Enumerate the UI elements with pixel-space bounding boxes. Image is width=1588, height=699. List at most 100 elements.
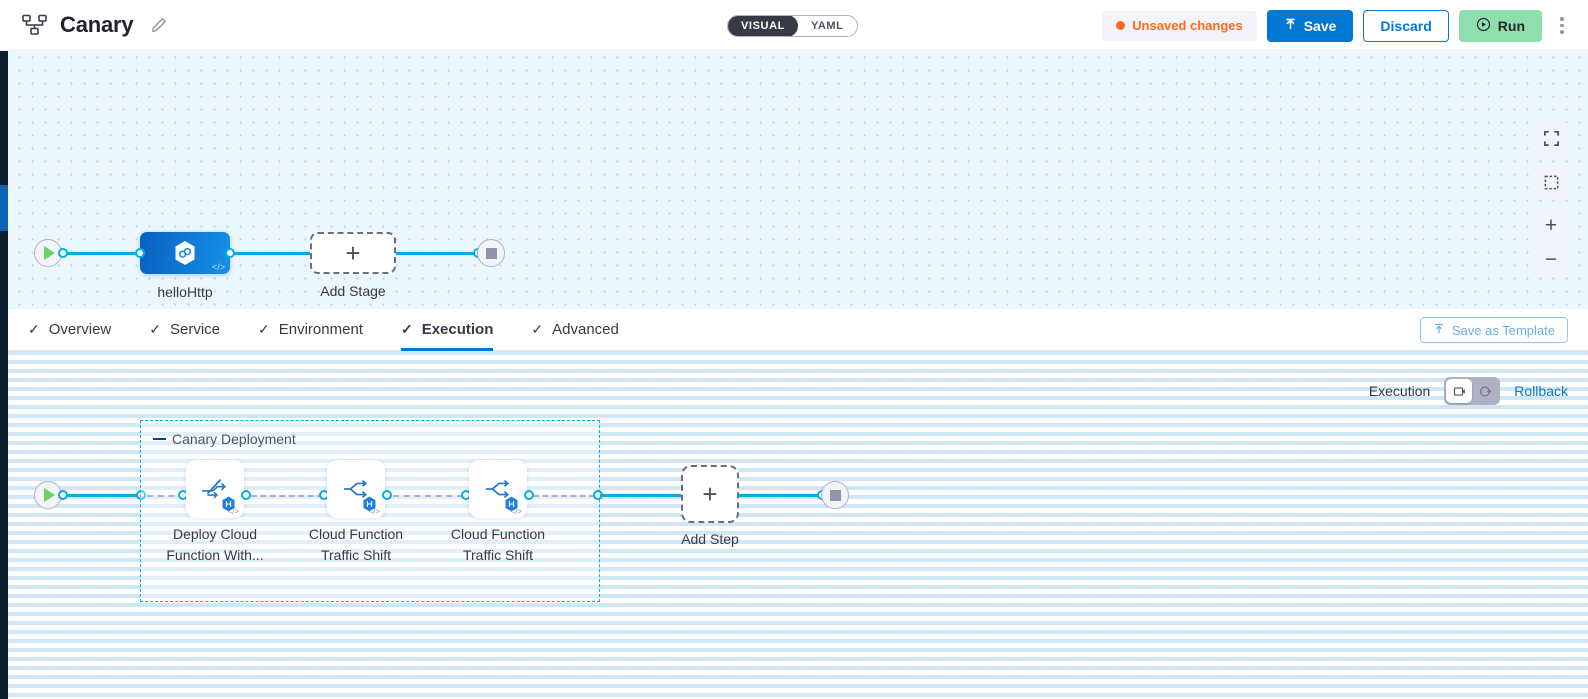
port-stage-in[interactable] xyxy=(135,248,145,258)
rollback-link[interactable]: Rollback xyxy=(1514,383,1568,399)
port-stage-out[interactable] xyxy=(225,248,235,258)
stage-tabbar: ✓ Overview ✓ Service ✓ Environment ✓ Exe… xyxy=(0,309,1588,351)
tab-environment-label: Environment xyxy=(278,321,363,338)
fullscreen-icon[interactable] xyxy=(1534,121,1568,155)
left-nav-rail xyxy=(0,51,8,699)
canvas-grid xyxy=(0,351,1588,699)
tab-execution-label: Execution xyxy=(421,321,494,338)
harness-hex-badge xyxy=(362,496,377,512)
header-actions: Unsaved changes Save Discard xyxy=(1102,0,1572,51)
port-start-out[interactable] xyxy=(58,248,68,258)
kebab-menu-icon[interactable] xyxy=(1552,10,1572,42)
add-step-node[interactable]: + Add Step xyxy=(681,465,739,547)
port-group-in[interactable] xyxy=(136,490,146,500)
step-label: Cloud Function Traffic Shift xyxy=(308,526,404,563)
tab-execution[interactable]: ✓ Execution xyxy=(400,309,494,351)
save-as-template-button[interactable]: Save as Template xyxy=(1419,317,1568,343)
upload-arrow-icon xyxy=(1284,18,1297,34)
step-code-mark: </> xyxy=(510,507,522,516)
step-group-header[interactable]: Canary Deployment xyxy=(153,431,296,447)
tab-overview[interactable]: ✓ Overview xyxy=(28,309,111,351)
pipeline-nodes-icon xyxy=(22,14,48,36)
step-code-mark: </> xyxy=(227,507,239,516)
execution-label: Execution xyxy=(1368,383,1431,399)
step-node-traffic-shift-2[interactable]: </> Cloud Function Traffic Shift xyxy=(451,460,545,563)
header-left: Canary xyxy=(0,12,167,38)
mode-toggle[interactable]: VISUAL YAML xyxy=(727,15,858,37)
execution-rollback-toggle[interactable] xyxy=(1444,377,1501,405)
collapse-dash-icon[interactable] xyxy=(153,438,166,440)
step-node-deploy-cloud-function[interactable]: </> Deploy Cloud Function With... xyxy=(166,460,264,563)
edge-addstep-to-end xyxy=(739,494,821,497)
port-exec-start-out[interactable] xyxy=(58,490,68,500)
edge-step3-to-group-out xyxy=(533,495,595,497)
check-icon: ✓ xyxy=(531,321,544,337)
check-icon: ✓ xyxy=(28,321,40,337)
execution-view-icon[interactable] xyxy=(1446,379,1473,403)
start-play-icon xyxy=(44,488,55,502)
edge-step2-to-step3 xyxy=(393,495,463,497)
edge-stage-to-addstage xyxy=(222,252,322,255)
execution-start-node[interactable] xyxy=(34,481,62,509)
add-stage-label: Add Stage xyxy=(320,283,386,299)
stage-node-hellohttp[interactable]: </> helloHttp xyxy=(140,232,230,300)
edge-start-to-stage xyxy=(52,252,152,255)
port-step2-out[interactable] xyxy=(382,490,392,500)
step-group-label: Canary Deployment xyxy=(172,431,296,447)
rollback-view-icon[interactable] xyxy=(1472,379,1498,403)
tab-environment[interactable]: ✓ Environment xyxy=(258,309,363,351)
step-label: Cloud Function Traffic Shift xyxy=(450,526,546,563)
step-label: Deploy Cloud Function With... xyxy=(166,526,264,563)
step-node-traffic-shift-1[interactable]: </> Cloud Function Traffic Shift xyxy=(309,460,403,563)
run-play-icon xyxy=(1476,17,1491,35)
zoom-out-button[interactable]: − xyxy=(1544,248,1558,271)
mode-yaml[interactable]: YAML xyxy=(810,20,844,32)
stage-code-mark: </> xyxy=(211,262,225,272)
harness-hex-badge xyxy=(504,496,519,512)
unsaved-dot-icon xyxy=(1116,21,1126,30)
save-label: Save xyxy=(1303,17,1337,34)
stage-node-label: helloHttp xyxy=(157,284,213,300)
step-code-mark: </> xyxy=(368,507,380,516)
edge-addstage-to-end xyxy=(392,252,488,255)
execution-end-node[interactable] xyxy=(821,481,849,509)
unsaved-label: Unsaved changes xyxy=(1132,18,1243,33)
edge-step1-to-step2 xyxy=(251,495,323,497)
edge-group-to-step1 xyxy=(147,495,185,497)
end-stop-icon xyxy=(829,489,841,501)
tab-overview-label: Overview xyxy=(48,321,112,338)
start-play-icon xyxy=(44,246,55,260)
execution-toolbar: Execution Rollback xyxy=(1369,377,1568,405)
mode-visual[interactable]: VISUAL xyxy=(728,16,798,36)
stage-graph-canvas[interactable]: </> helloHttp + Add Stage xyxy=(0,51,1588,309)
tab-service-label: Service xyxy=(169,321,221,338)
template-upload-icon xyxy=(1433,323,1445,338)
harness-hex-badge xyxy=(221,496,236,512)
tab-service[interactable]: ✓ Service xyxy=(149,309,220,351)
save-as-template-label: Save as Template xyxy=(1451,322,1555,338)
run-button[interactable]: Run xyxy=(1458,9,1542,42)
add-step-label: Add Step xyxy=(681,531,739,547)
end-stop-icon xyxy=(485,247,497,259)
port-step1-out[interactable] xyxy=(241,490,251,500)
edge-group-to-addstep xyxy=(600,494,682,497)
add-stage-node[interactable]: + Add Stage xyxy=(310,232,396,299)
page-title: Canary xyxy=(60,12,134,37)
execution-graph-canvas[interactable]: Execution Rollback xyxy=(0,351,1588,699)
fit-to-screen-icon[interactable] xyxy=(1534,165,1568,199)
zoom-in-button[interactable]: + xyxy=(1544,214,1558,237)
add-stage-plus: + xyxy=(345,237,361,268)
tab-advanced[interactable]: ✓ Advanced xyxy=(531,309,618,351)
pencil-icon[interactable] xyxy=(151,17,167,33)
step-group-canary-deployment[interactable]: Canary Deployment xyxy=(140,420,600,602)
stage-end-node[interactable] xyxy=(477,239,505,267)
left-rail-active-indicator xyxy=(0,185,8,231)
tab-advanced-label: Advanced xyxy=(552,321,619,338)
port-step3-out[interactable] xyxy=(524,490,534,500)
app-header: Canary VISUAL YAML Unsaved changes xyxy=(0,0,1588,51)
discard-button[interactable]: Discard xyxy=(1363,9,1449,42)
status-badge-unsaved: Unsaved changes xyxy=(1102,10,1257,41)
save-button[interactable]: Save xyxy=(1266,9,1354,42)
check-icon: ✓ xyxy=(400,321,413,337)
